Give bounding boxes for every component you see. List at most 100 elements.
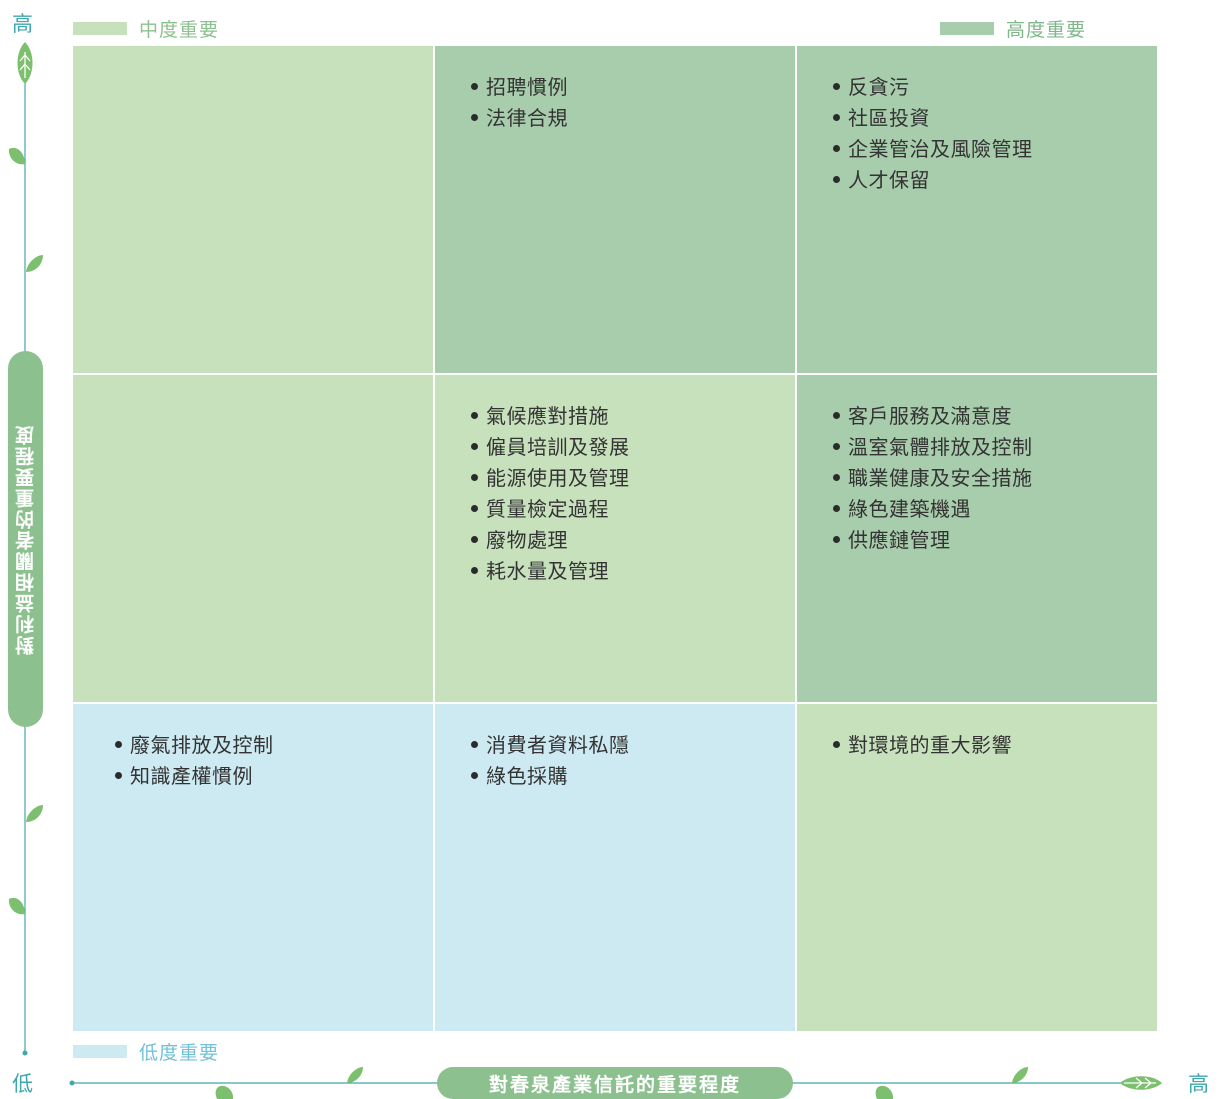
matrix-item-label: 職業健康及安全措施 bbox=[848, 466, 1033, 490]
leaf-icon bbox=[8, 897, 25, 915]
bullet-icon bbox=[471, 772, 478, 779]
matrix-item-list: 廢氣排放及控制知識產權慣例 bbox=[115, 704, 433, 792]
matrix-item: 氣候應對措施 bbox=[471, 401, 795, 432]
matrix-cell-r2-c2: 對環境的重大影響 bbox=[797, 704, 1157, 1031]
leaf-icon bbox=[875, 1085, 894, 1099]
legend-high-label: 高度重要 bbox=[1006, 18, 1087, 41]
matrix-item: 職業健康及安全措施 bbox=[833, 463, 1157, 494]
matrix-item-label: 社區投資 bbox=[848, 106, 930, 130]
bullet-icon bbox=[471, 443, 478, 450]
leaf-icon bbox=[26, 805, 43, 822]
bullet-icon bbox=[833, 114, 840, 121]
matrix-item: 供應鏈管理 bbox=[833, 525, 1157, 556]
bullet-icon bbox=[471, 567, 478, 574]
matrix-item: 客戶服務及滿意度 bbox=[833, 401, 1157, 432]
materiality-matrix: 招聘慣例法律合規反貪污社區投資企業管治及風險管理人才保留氣候應對措施僱員培訓及發… bbox=[73, 46, 1157, 1033]
matrix-item-label: 人才保留 bbox=[848, 168, 930, 192]
matrix-item-list: 客戶服務及滿意度溫室氣體排放及控制職業健康及安全措施綠色建築機遇供應鏈管理 bbox=[833, 375, 1157, 556]
matrix-item-label: 反貪污 bbox=[848, 75, 910, 99]
leaf-icon bbox=[8, 147, 25, 165]
matrix-item-label: 法律合規 bbox=[486, 106, 568, 130]
bullet-icon bbox=[833, 474, 840, 481]
matrix-item: 廢氣排放及控制 bbox=[115, 730, 433, 761]
leaf-icon bbox=[347, 1067, 363, 1083]
matrix-item-label: 消費者資料私隱 bbox=[486, 733, 630, 757]
matrix-item: 反貪污 bbox=[833, 72, 1157, 103]
matrix-item: 綠色建築機遇 bbox=[833, 494, 1157, 525]
bullet-icon bbox=[833, 536, 840, 543]
matrix-item: 對環境的重大影響 bbox=[833, 730, 1157, 761]
matrix-item: 綠色採購 bbox=[471, 761, 795, 792]
bullet-icon bbox=[833, 83, 840, 90]
bullet-icon bbox=[833, 412, 840, 419]
y-axis-title-pill: 對利益相關者的重要程度 bbox=[8, 351, 43, 727]
matrix-cell-r2-c1: 消費者資料私隱綠色採購 bbox=[435, 704, 795, 1031]
matrix-item-list: 消費者資料私隱綠色採購 bbox=[471, 704, 795, 792]
matrix-cell-r0-c0 bbox=[73, 46, 433, 373]
matrix-item-list: 氣候應對措施僱員培訓及發展能源使用及管理質量檢定過程廢物處理耗水量及管理 bbox=[471, 375, 795, 587]
matrix-item-label: 耗水量及管理 bbox=[486, 559, 609, 583]
legend-medium: 中度重要 bbox=[73, 16, 220, 41]
bullet-icon bbox=[471, 114, 478, 121]
matrix-item: 法律合規 bbox=[471, 103, 795, 134]
matrix-item-label: 招聘慣例 bbox=[486, 75, 568, 99]
bullet-icon bbox=[833, 176, 840, 183]
leaf-icons bbox=[8, 147, 1028, 1099]
matrix-item: 招聘慣例 bbox=[471, 72, 795, 103]
matrix-item-label: 質量檢定過程 bbox=[486, 497, 609, 521]
legend-medium-swatch bbox=[73, 21, 127, 35]
matrix-item: 消費者資料私隱 bbox=[471, 730, 795, 761]
y-axis-low-label: 低 bbox=[12, 1072, 33, 1096]
matrix-cell-r0-c2: 反貪污社區投資企業管治及風險管理人才保留 bbox=[797, 46, 1157, 373]
matrix-item-label: 僱員培訓及發展 bbox=[486, 435, 630, 459]
matrix-item-label: 氣候應對措施 bbox=[486, 404, 609, 428]
matrix-item-label: 企業管治及風險管理 bbox=[848, 137, 1033, 161]
matrix-cell-r0-c1: 招聘慣例法律合規 bbox=[435, 46, 795, 373]
y-axis-arrow-icon bbox=[17, 42, 33, 84]
bullet-icon bbox=[471, 741, 478, 748]
bullet-icon bbox=[471, 83, 478, 90]
y-axis-title: 對利益相關者的重要程度 bbox=[15, 423, 37, 655]
bullet-icon bbox=[471, 505, 478, 512]
matrix-item: 溫室氣體排放及控制 bbox=[833, 432, 1157, 463]
matrix-item: 質量檢定過程 bbox=[471, 494, 795, 525]
matrix-item-label: 能源使用及管理 bbox=[486, 466, 630, 490]
matrix-item-label: 廢物處理 bbox=[486, 528, 568, 552]
x-axis-title-pill: 對春泉產業信託的重要程度 bbox=[437, 1067, 793, 1099]
matrix-item-list: 對環境的重大影響 bbox=[833, 704, 1157, 761]
matrix-item: 社區投資 bbox=[833, 103, 1157, 134]
matrix-item-list: 反貪污社區投資企業管治及風險管理人才保留 bbox=[833, 46, 1157, 196]
matrix-item: 僱員培訓及發展 bbox=[471, 432, 795, 463]
legend-high-swatch bbox=[940, 21, 994, 35]
matrix-cell-r2-c0: 廢氣排放及控制知識產權慣例 bbox=[73, 704, 433, 1031]
legend-low-swatch bbox=[73, 1044, 127, 1058]
legend-low: 低度重要 bbox=[73, 1039, 220, 1064]
matrix-item: 企業管治及風險管理 bbox=[833, 134, 1157, 165]
matrix-item-label: 綠色採購 bbox=[486, 764, 568, 788]
legend-low-label: 低度重要 bbox=[139, 1041, 220, 1064]
matrix-item-label: 客戶服務及滿意度 bbox=[848, 404, 1012, 428]
matrix-item-label: 廢氣排放及控制 bbox=[130, 733, 274, 757]
x-axis-arrow-icon bbox=[1120, 1076, 1162, 1090]
bullet-icon bbox=[833, 145, 840, 152]
matrix-item-label: 知識產權慣例 bbox=[130, 764, 253, 788]
bullet-icon bbox=[115, 741, 122, 748]
matrix-item: 人才保留 bbox=[833, 165, 1157, 196]
bullet-icon bbox=[471, 474, 478, 481]
bullet-icon bbox=[115, 772, 122, 779]
matrix-item: 知識產權慣例 bbox=[115, 761, 433, 792]
bullet-icon bbox=[833, 505, 840, 512]
matrix-cell-r1-c0 bbox=[73, 375, 433, 702]
legend-high: 高度重要 bbox=[940, 16, 1087, 41]
bullet-icon bbox=[471, 412, 478, 419]
leaf-icon bbox=[215, 1085, 234, 1099]
matrix-item: 耗水量及管理 bbox=[471, 556, 795, 587]
bullet-icon bbox=[833, 741, 840, 748]
matrix-item-list: 招聘慣例法律合規 bbox=[471, 46, 795, 134]
legend-medium-label: 中度重要 bbox=[139, 18, 220, 41]
matrix-item-label: 對環境的重大影響 bbox=[848, 733, 1012, 757]
x-axis-title: 對春泉產業信託的重要程度 bbox=[488, 1073, 741, 1096]
bullet-icon bbox=[833, 443, 840, 450]
bullet-icon bbox=[471, 536, 478, 543]
